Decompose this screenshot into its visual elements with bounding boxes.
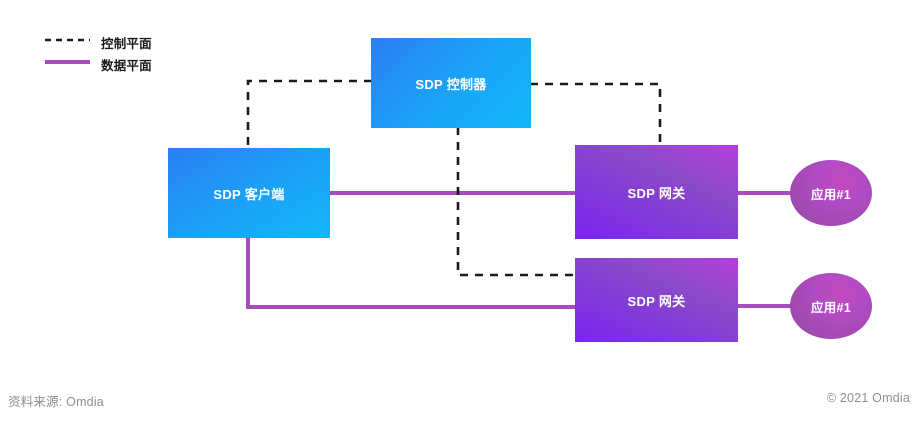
legend-label-data-plane: 数据平面 xyxy=(101,59,152,73)
legend-label-control-plane: 控制平面 xyxy=(101,37,152,51)
line-controller-to-gateway-1 xyxy=(530,82,662,147)
node-sdp-gateway-2: SDP 网关 xyxy=(575,258,738,342)
line-client-to-gateway-2 xyxy=(246,236,577,309)
node-sdp-gateway-1: SDP 网关 xyxy=(575,145,738,239)
node-application-2: 应用#1 xyxy=(790,273,872,339)
line-controller-to-client xyxy=(246,79,372,150)
node-application-1: 应用#1 xyxy=(790,160,872,226)
node-sdp-client: SDP 客户端 xyxy=(168,148,330,238)
line-controller-to-gateway-2 xyxy=(456,127,577,277)
copyright-note: © 2021 Omdia xyxy=(826,391,910,405)
source-note: 资料来源: Omdia xyxy=(8,395,104,409)
node-sdp-controller: SDP 控制器 xyxy=(371,38,531,128)
